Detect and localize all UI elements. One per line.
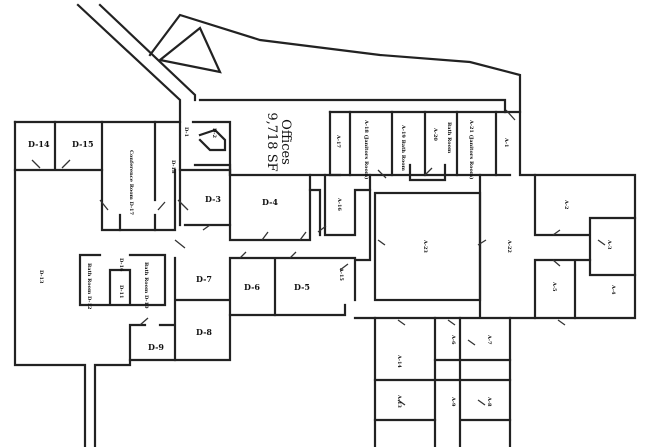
room-a16: A-16 bbox=[336, 197, 342, 211]
room-a20-bath: Bath Room bbox=[446, 122, 452, 154]
room-d14: D-14 bbox=[28, 139, 50, 149]
room-a22: A-22 bbox=[506, 239, 512, 253]
room-a14: A-14 bbox=[396, 354, 402, 368]
room-d5: D-5 bbox=[294, 282, 310, 292]
room-d12: Bath Room D-12 bbox=[86, 263, 92, 310]
room-a23: A-23 bbox=[422, 239, 428, 253]
room-labels: D-14 D-15 Conference Room D-17 D-18 D-1 … bbox=[28, 119, 616, 408]
room-d9: D-9 bbox=[148, 342, 164, 352]
title-line2: 9,718 SF bbox=[264, 112, 279, 171]
room-d13: D-13 bbox=[38, 270, 44, 284]
room-a17: A-17 bbox=[335, 134, 341, 148]
room-a2: A-2 bbox=[563, 199, 569, 210]
room-a21: A-21 (Janitors Room) bbox=[468, 119, 475, 179]
room-a6: A-6 bbox=[450, 334, 456, 345]
room-d8: D-8 bbox=[196, 327, 212, 337]
room-a15: A-15 bbox=[338, 267, 344, 281]
room-a9: A-9 bbox=[450, 396, 456, 407]
room-d17: Conference Room D-17 bbox=[128, 150, 134, 216]
room-d2: D-2 bbox=[211, 128, 217, 139]
room-d18: D-18 bbox=[170, 160, 176, 174]
room-a1: A-1 bbox=[503, 137, 509, 147]
room-d10: Bath Room D-10 bbox=[143, 262, 149, 309]
walls bbox=[13, 3, 637, 447]
room-a13: A-13 bbox=[396, 394, 402, 408]
room-d15: D-15 bbox=[72, 139, 94, 149]
room-a19: A-19 Bath Room bbox=[400, 124, 406, 172]
room-a7: A-7 bbox=[486, 334, 492, 345]
room-a20: A-20 bbox=[432, 127, 438, 141]
room-a18: A-18 (Janitors Room) bbox=[363, 119, 370, 179]
room-a5: A-5 bbox=[551, 281, 557, 292]
room-d3: D-3 bbox=[205, 194, 221, 204]
room-d7: D-7 bbox=[196, 274, 212, 284]
room-a4: A-4 bbox=[610, 284, 616, 295]
room-d16: D-16 bbox=[118, 258, 124, 272]
room-d6: D-6 bbox=[244, 282, 260, 292]
room-d4: D-4 bbox=[262, 197, 278, 207]
title-line1: Offices bbox=[278, 119, 293, 165]
title-label: Offices 9,718 SF bbox=[264, 112, 293, 171]
room-a3: A-3 bbox=[606, 239, 612, 250]
room-d1: D-1 bbox=[183, 127, 189, 137]
room-a8: A-8 bbox=[486, 396, 492, 407]
room-d11: D-11 bbox=[118, 285, 124, 298]
